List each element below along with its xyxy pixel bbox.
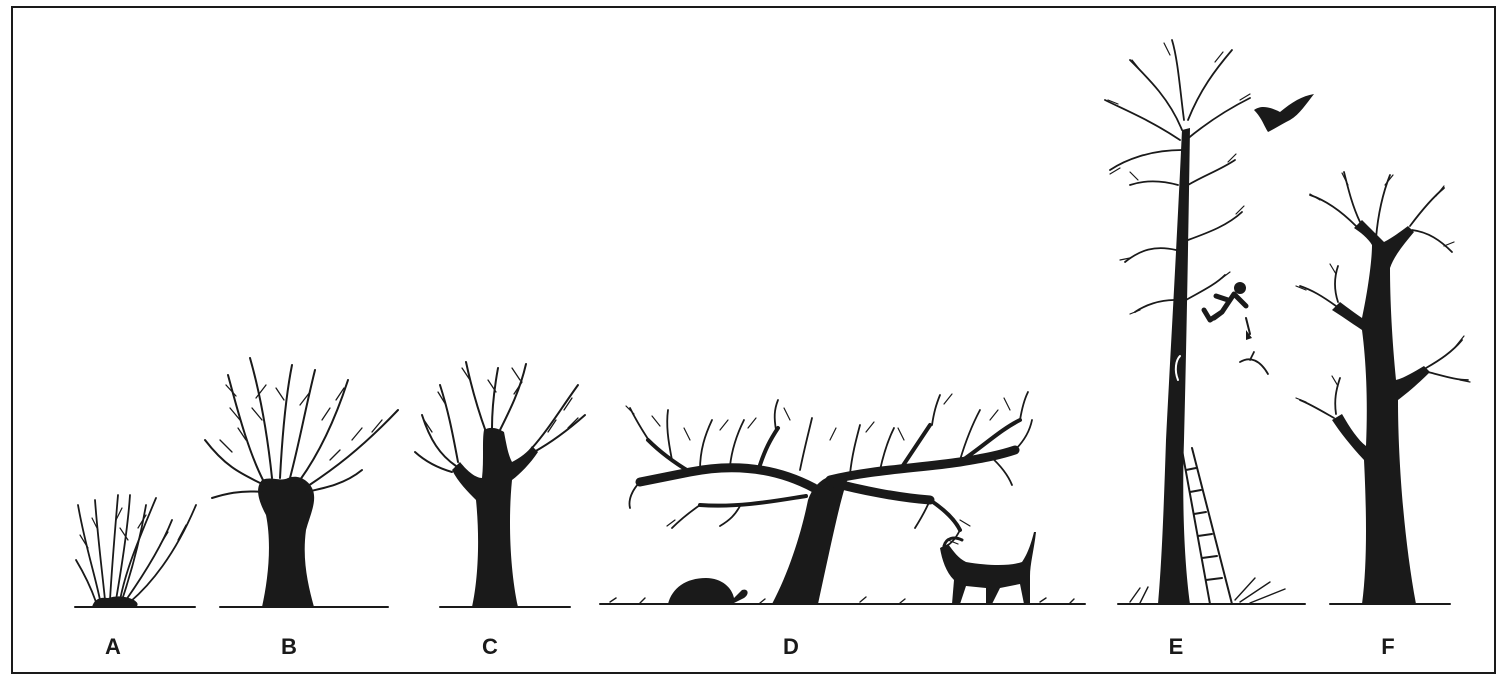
- falling-man-silhouette: [1201, 282, 1249, 323]
- goat-silhouette: [940, 532, 1036, 604]
- tree-b-pollard: [204, 357, 399, 608]
- label-c: C: [482, 634, 498, 659]
- label-f: F: [1381, 634, 1395, 659]
- figure-frame: [11, 6, 1496, 674]
- tree-a-coppice: [74, 494, 197, 608]
- tortoise-silhouette: [668, 578, 748, 604]
- tree-d-wood-pasture: [599, 391, 1086, 605]
- bird-silhouette: [1254, 94, 1314, 132]
- tree-e-shredded: [1104, 39, 1314, 605]
- ladder: [1181, 447, 1233, 605]
- label-e: E: [1168, 634, 1184, 659]
- tree-f-tall-pollard: [1295, 171, 1471, 605]
- label-b: B: [281, 634, 297, 659]
- tree-c-pollard: [414, 361, 586, 608]
- label-d: D: [783, 634, 799, 659]
- label-a: A: [105, 634, 121, 659]
